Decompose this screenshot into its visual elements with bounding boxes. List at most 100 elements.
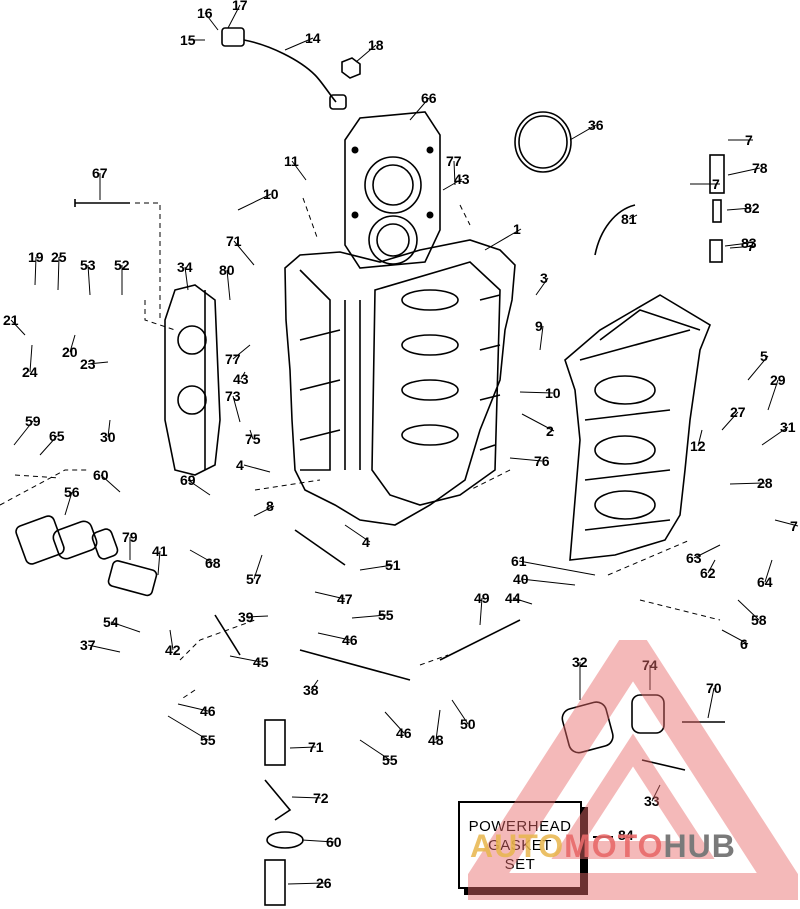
callout-leader: [232, 395, 241, 423]
callout-leader: [253, 554, 263, 580]
callout-leader: [479, 597, 483, 626]
callout-leader: [289, 746, 317, 749]
kit-line-2: GASKET: [488, 836, 552, 854]
callout-number: 10: [263, 186, 279, 202]
callout-number: 69: [180, 472, 196, 488]
callout-number: 79: [122, 529, 138, 545]
callout-number: 60: [326, 834, 342, 850]
callout-number: 58: [751, 612, 767, 628]
kit-callout-number: 84: [618, 827, 634, 843]
callout-number: 29: [770, 372, 786, 388]
callout-leader: [484, 228, 522, 251]
kit-leader-line: [593, 836, 613, 838]
callout-number: 62: [700, 565, 716, 581]
watermark-logo-icon: [468, 640, 798, 900]
callout-leader: [442, 178, 463, 191]
nut-part: [341, 57, 361, 79]
callout-number: 46: [342, 632, 358, 648]
callout-leader: [310, 679, 319, 691]
callout-leader: [87, 264, 91, 296]
callout-leader: [110, 621, 141, 633]
callout-number: 37: [80, 637, 96, 653]
callout-number: 59: [25, 413, 41, 429]
callout-number: 34: [177, 259, 193, 275]
callout-leader: [721, 629, 749, 645]
callout-leader: [157, 550, 161, 576]
mount-part: [561, 694, 725, 771]
callout-leader: [229, 655, 262, 663]
callout-leader: [693, 544, 721, 559]
callout-number: 60: [93, 467, 109, 483]
callout-leader: [764, 559, 773, 583]
callout-leader: [237, 193, 272, 211]
callout-leader: [453, 160, 456, 186]
callout-leader: [317, 632, 351, 641]
callout-number: 8: [266, 498, 274, 514]
callout-number: 61: [511, 553, 527, 569]
callout-leader: [767, 379, 779, 411]
callout-number: 51: [385, 557, 401, 573]
callout-leader: [291, 160, 307, 181]
callout-number: 11: [284, 153, 299, 169]
callout-number: 9: [535, 318, 543, 334]
callout-number: 5: [760, 348, 768, 364]
callout-number: 28: [757, 475, 773, 491]
callout-leader: [233, 240, 255, 266]
callout-leader: [774, 519, 799, 527]
callout-number: 40: [513, 571, 529, 587]
callout-number: 77: [446, 153, 462, 169]
sensor-wire-part: [221, 27, 347, 110]
callout-number: 12: [690, 438, 706, 454]
callout-number: 43: [233, 371, 249, 387]
watermark-brand-moto: MOTO: [564, 828, 664, 864]
callout-leader: [729, 482, 766, 485]
callout-number: 50: [460, 716, 476, 732]
callout-number: 1: [513, 221, 521, 237]
callout-leader: [737, 599, 760, 621]
callout-leader: [628, 214, 638, 220]
callout-leader: [359, 564, 394, 571]
callout-number: 17: [232, 0, 248, 13]
callout-leader: [187, 479, 211, 496]
callout-leader: [189, 549, 214, 564]
callout-leader: [253, 505, 275, 517]
callout-number: 18: [368, 37, 384, 53]
callout-number: 31: [780, 419, 796, 435]
callout-number: 47: [337, 591, 353, 607]
callout-leader: [13, 420, 34, 446]
callout-leader: [39, 435, 58, 456]
callout-number: 81: [621, 211, 637, 227]
kit-line-1: POWERHEAD: [468, 817, 572, 835]
callout-leader: [697, 429, 703, 447]
callout-number: 20: [62, 344, 78, 360]
callout-leader: [232, 344, 251, 360]
callout-number: 67: [92, 165, 108, 181]
callout-number: 77: [225, 351, 241, 367]
callout-number: 14: [305, 30, 321, 46]
callout-number: 55: [378, 607, 394, 623]
callout-leader: [707, 559, 716, 574]
callout-number: 6: [740, 636, 748, 652]
callout-leader: [569, 124, 597, 141]
callout-number: 44: [505, 590, 521, 606]
callout-leader: [87, 361, 109, 365]
callout-leader: [451, 699, 469, 725]
callout-number: 68: [205, 555, 221, 571]
callout-leader: [314, 591, 346, 600]
callout-leader: [520, 578, 576, 586]
callout-leader: [355, 44, 377, 63]
callout-number: 73: [225, 388, 241, 404]
callout-leader: [721, 411, 739, 431]
callout-leader: [249, 429, 254, 440]
callout-number: 39: [238, 609, 254, 625]
callout-leader: [284, 37, 314, 51]
callout-leader: [729, 245, 756, 249]
callout-number: 55: [382, 752, 398, 768]
callout-number: 21: [3, 312, 19, 328]
callout-leader: [761, 426, 789, 446]
callout-number: 52: [114, 257, 130, 273]
callout-leader: [226, 269, 231, 301]
intake-cover-part: [164, 284, 221, 476]
